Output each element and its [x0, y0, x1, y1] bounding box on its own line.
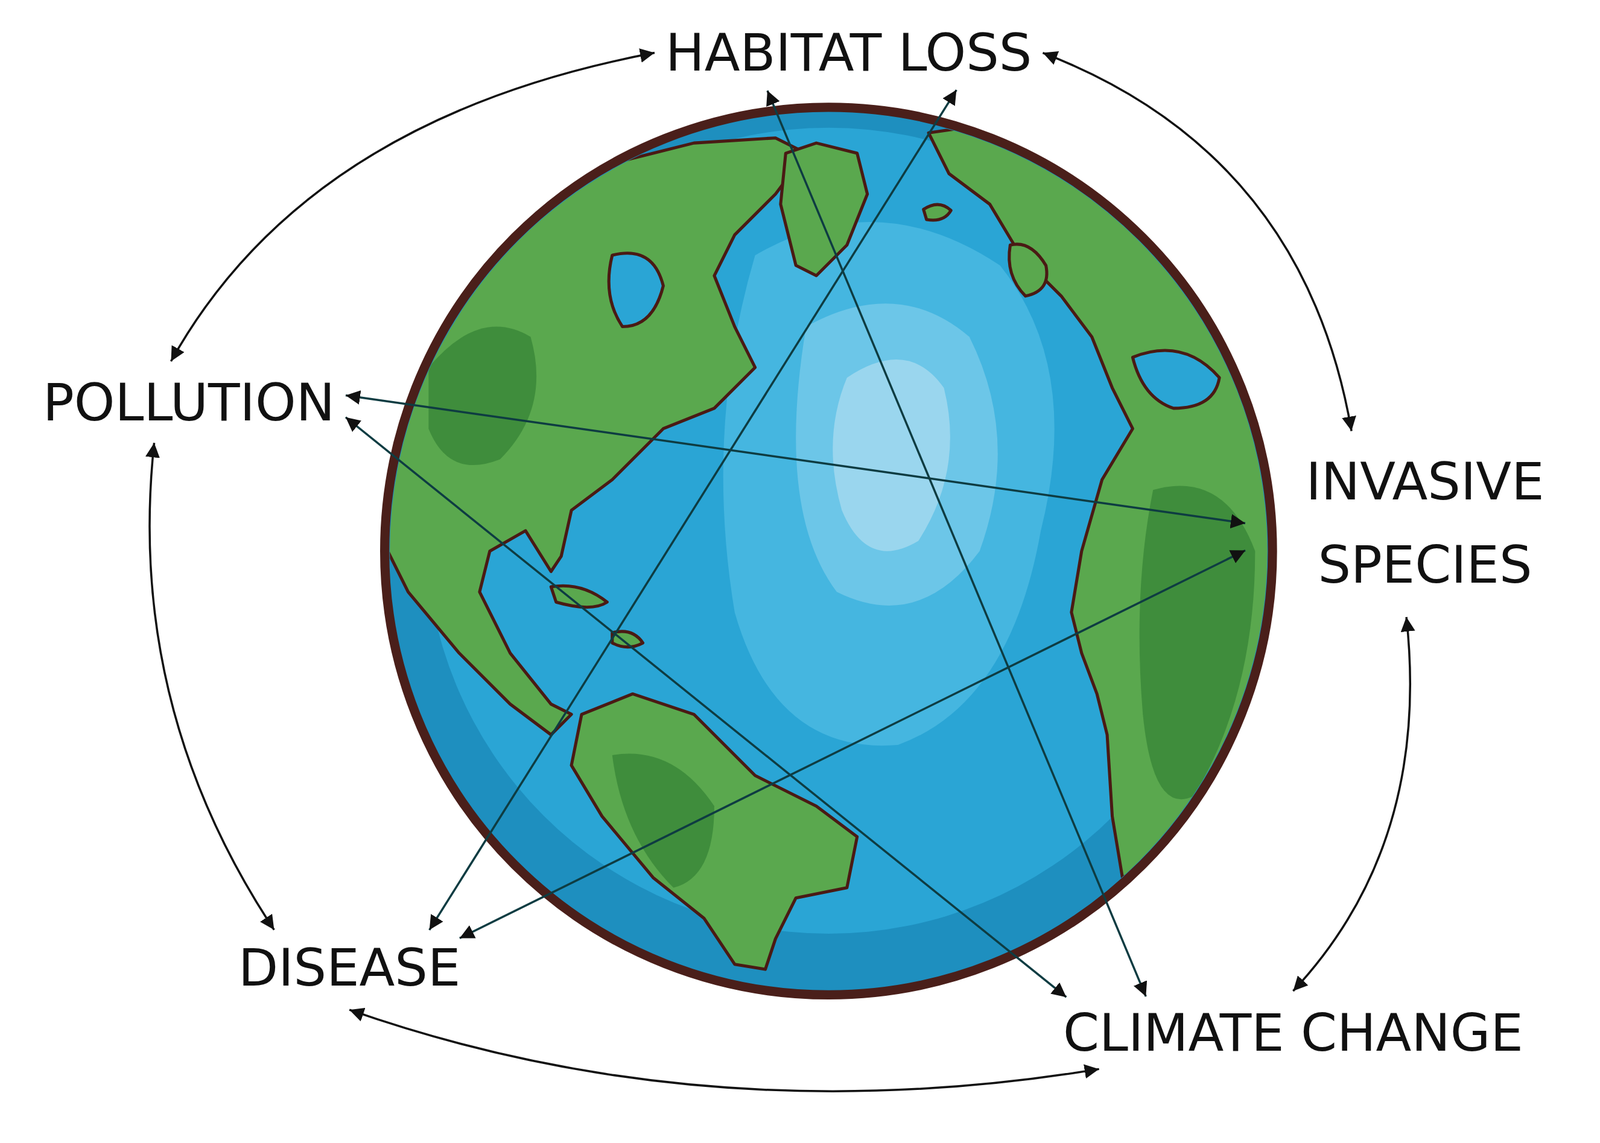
land-shade — [1139, 485, 1256, 800]
straight-arrow — [429, 89, 957, 931]
straight-arrow — [345, 417, 1067, 998]
straight-arrow — [345, 395, 1246, 524]
globe-rim — [384, 107, 1273, 995]
node-text: POLLUTION — [42, 371, 335, 434]
node-text: DISEASE — [238, 936, 461, 1000]
node-text: CLIMATE CHANGE — [1063, 1002, 1524, 1065]
label-node: DISEASE — [234, 933, 464, 1003]
label-node: INVASIVE SPECIES — [1252, 436, 1598, 610]
greenland — [780, 142, 868, 276]
curved-arrow — [1042, 53, 1352, 432]
south-america — [571, 693, 858, 970]
europe-africa — [928, 122, 1276, 878]
curved-arrow — [149, 442, 274, 930]
ocean-light — [723, 222, 1055, 746]
label-node: HABITAT LOSS — [661, 18, 1036, 88]
label-node: POLLUTION — [39, 368, 339, 438]
continents — [377, 122, 1276, 970]
land-shade — [428, 326, 537, 466]
node-text: INVASIVE SPECIES — [1256, 440, 1594, 607]
curved-arrow — [349, 1009, 1100, 1092]
british-isles — [1009, 244, 1047, 297]
node-text: HABITAT LOSS — [665, 21, 1032, 84]
straight-arrow — [767, 90, 1146, 997]
north-america — [377, 138, 807, 735]
label-node: CLIMATE CHANGE — [1059, 998, 1527, 1068]
curved-arrow — [1292, 617, 1410, 992]
iceland — [923, 204, 952, 221]
curved-arrow — [170, 53, 655, 362]
straight-arrow — [459, 550, 1246, 939]
mediterranean — [1132, 350, 1220, 409]
ocean-lighter — [795, 303, 998, 606]
hudson-bay — [608, 253, 664, 327]
globe-surface — [377, 122, 1276, 970]
